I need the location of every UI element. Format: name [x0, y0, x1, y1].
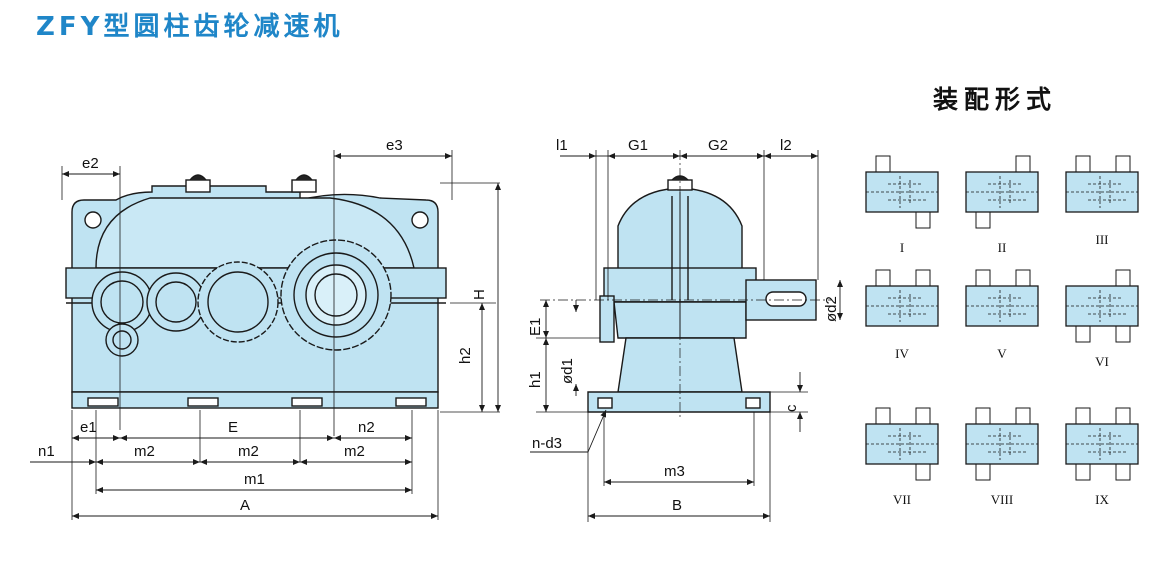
dim-E1: E1 [527, 318, 544, 336]
dim-m2-b: m2 [238, 443, 259, 460]
assembly-form-8: VIII [965, 407, 1039, 507]
dim-h2: h2 [457, 347, 474, 364]
dim-l1: l1 [556, 137, 568, 154]
assembly-form-label: IX [1095, 492, 1109, 507]
dim-H: H [471, 289, 488, 300]
dim-E: E [228, 419, 238, 436]
assembly-form-3: III [1065, 155, 1139, 247]
dim-B: B [672, 497, 682, 514]
assembly-form-label: II [998, 240, 1007, 255]
assembly-form-7: VII [865, 407, 939, 507]
dim-l2: l2 [780, 137, 792, 154]
dim-m3: m3 [664, 463, 685, 480]
dim-n1: n1 [38, 443, 55, 460]
assembly-form-label: VII [893, 492, 911, 507]
assembly-form-label: I [900, 240, 904, 255]
dim-h1: h1 [527, 371, 544, 388]
dim-c: c [783, 404, 800, 412]
assembly-form-2: II [965, 155, 1039, 255]
dim-d2: ød2 [823, 296, 840, 322]
assembly-form-label: VI [1095, 354, 1109, 369]
assembly-form-1: I [865, 155, 939, 255]
assembly-form-5: V [965, 269, 1039, 361]
dim-nd3: n-d3 [532, 435, 562, 452]
assembly-form-4: IV [865, 269, 939, 361]
dim-m2-c: m2 [344, 443, 365, 460]
page-title: ZFY型圆柱齿轮减速机 [36, 12, 344, 42]
assembly-form-6: VI [1065, 269, 1139, 369]
dim-e3: e3 [386, 137, 403, 154]
assembly-form-label: VIII [991, 492, 1013, 507]
dim-G1: G1 [628, 137, 648, 154]
dim-G2: G2 [708, 137, 728, 154]
dim-m2-a: m2 [134, 443, 155, 460]
dim-d1: ød1 [559, 358, 576, 384]
side-view [536, 150, 832, 522]
dim-n2: n2 [358, 419, 375, 436]
assembly-forms-title: 装配形式 [933, 85, 1058, 114]
front-view [61, 150, 500, 520]
dim-e1: e1 [80, 419, 97, 436]
dim-m1: m1 [244, 471, 265, 488]
assembly-form-label: V [997, 346, 1007, 361]
dim-e2: e2 [82, 155, 99, 172]
dim-A: A [240, 497, 250, 514]
assembly-form-9: IX [1065, 407, 1139, 507]
assembly-form-label: IV [895, 346, 909, 361]
assembly-form-label: III [1096, 232, 1109, 247]
